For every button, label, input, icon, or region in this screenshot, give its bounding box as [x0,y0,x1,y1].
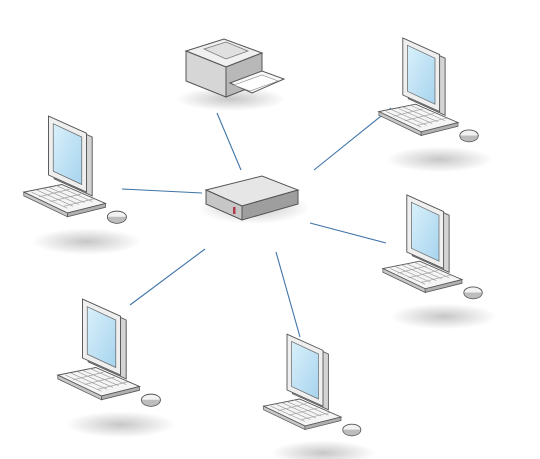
desktop-computer-icon [23,115,143,256]
link-top-right-computer [313,107,392,171]
printer-icon [175,38,287,112]
link-right-computer [309,222,387,244]
desktop-computer-icon [57,298,177,439]
link-left-computer [121,188,203,194]
network-switch-icon [197,175,311,225]
link-printer [216,112,242,171]
links [121,107,392,338]
desktop-computer-icon [263,333,376,459]
link-bottom-computer [275,251,301,338]
link-bottom-left-computer [129,248,206,306]
desktop-computer-icon [378,37,494,173]
desktop-computer-icon [382,194,498,330]
